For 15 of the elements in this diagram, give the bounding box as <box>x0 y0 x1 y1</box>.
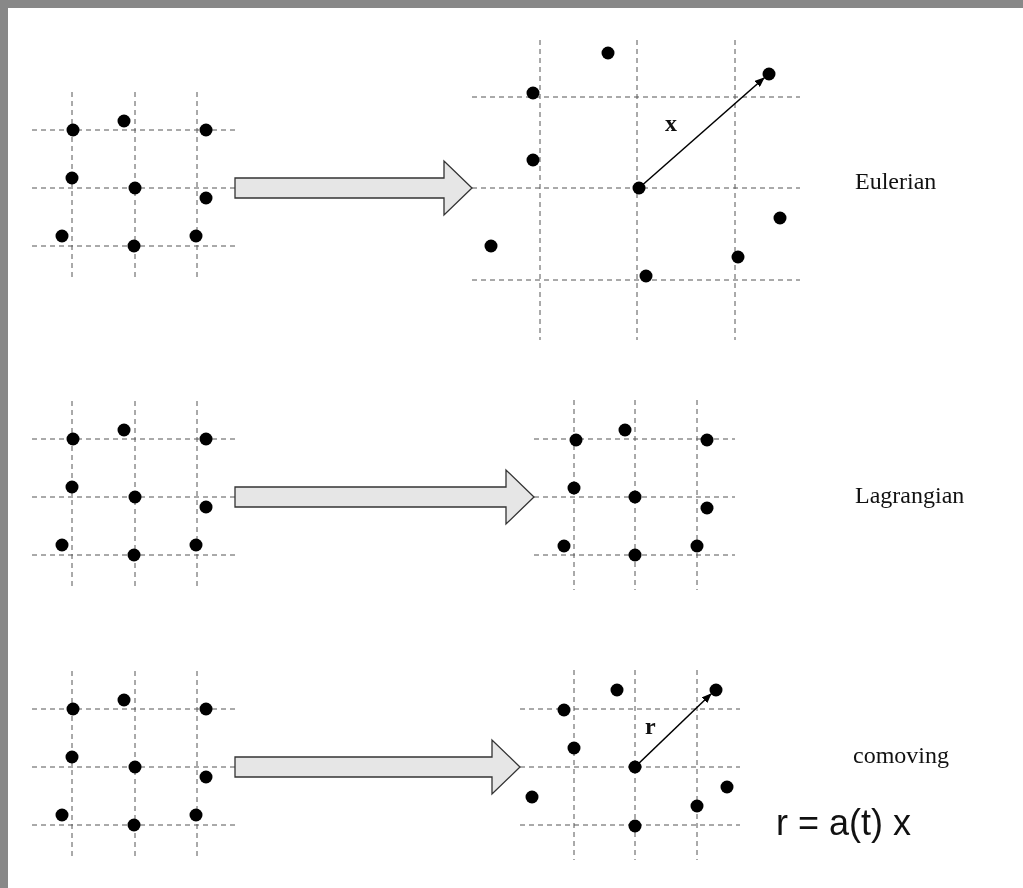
dot-grid-drawing <box>520 670 740 860</box>
vector-label: x <box>665 110 677 137</box>
block-arrow <box>234 468 535 526</box>
row-label: Eulerian <box>855 168 937 195</box>
dot-grid-drawing <box>534 400 735 590</box>
row-label: comoving <box>853 742 949 769</box>
dot-grid-drawing <box>472 40 800 340</box>
row-label: Lagrangian <box>855 482 965 509</box>
dot-grid-drawing <box>32 671 235 859</box>
dot-grid-drawing <box>32 92 235 280</box>
vector-label: r <box>645 713 656 740</box>
dot-grid-drawing <box>32 401 235 589</box>
block-arrow <box>234 159 473 217</box>
block-arrow <box>234 738 521 796</box>
equation: r = a(t) x <box>776 802 912 844</box>
